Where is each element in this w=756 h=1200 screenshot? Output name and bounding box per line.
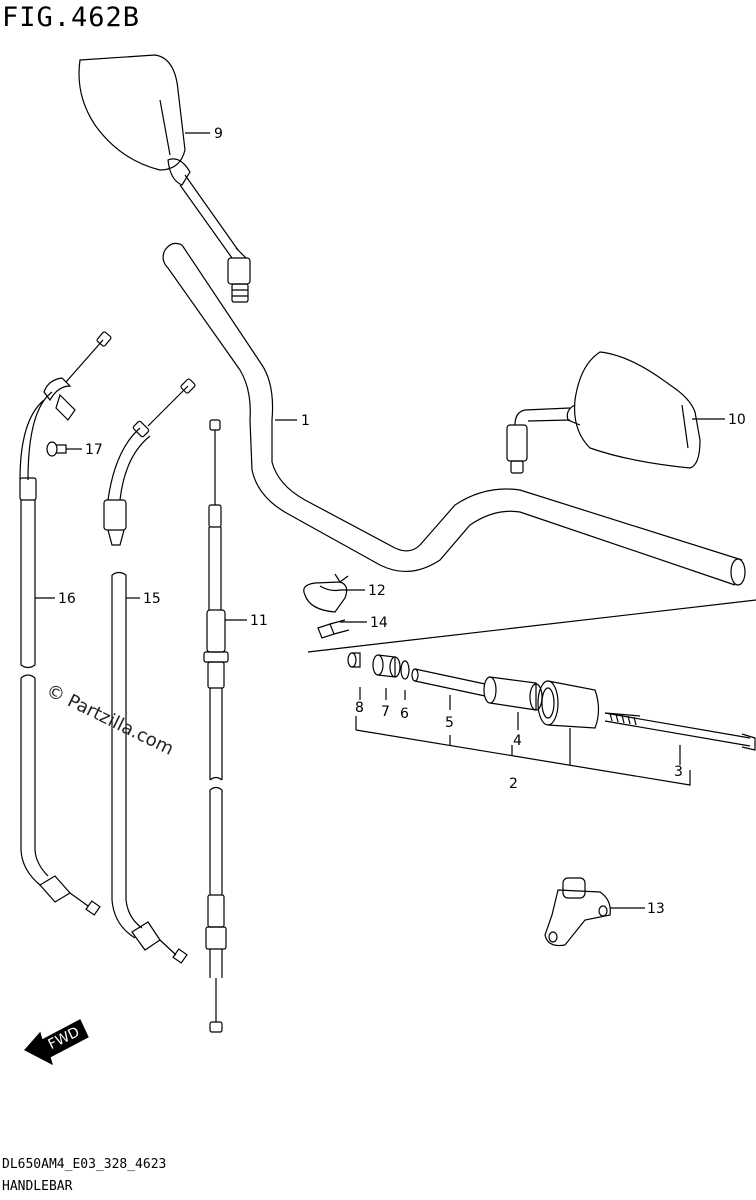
callout-1: 1 bbox=[301, 413, 310, 429]
figure-caption: HANDLEBAR bbox=[2, 1179, 73, 1194]
callout-9: 9 bbox=[214, 126, 223, 142]
left-mirror[interactable] bbox=[78, 54, 251, 303]
callout-10: 10 bbox=[728, 412, 746, 428]
leader-lines bbox=[35, 132, 725, 909]
callout-17: 17 bbox=[85, 442, 103, 458]
callout-13: 13 bbox=[647, 901, 665, 917]
clamp-12[interactable] bbox=[303, 573, 349, 613]
cable-16[interactable] bbox=[19, 331, 112, 916]
right-mirror[interactable] bbox=[506, 351, 701, 474]
bracket-13[interactable] bbox=[544, 877, 611, 947]
callout-11: 11 bbox=[250, 613, 268, 629]
callout-12: 12 bbox=[368, 583, 386, 599]
callout-2: 2 bbox=[509, 776, 518, 792]
callout-16: 16 bbox=[58, 591, 76, 607]
cable-11[interactable] bbox=[203, 419, 229, 1033]
model-code: DL650AM4_E03_328_4623 bbox=[2, 1157, 167, 1172]
screw-17[interactable] bbox=[46, 441, 67, 457]
callout-5: 5 bbox=[445, 715, 454, 731]
callout-3: 3 bbox=[674, 764, 683, 780]
figure-title: FIG.462B bbox=[2, 2, 141, 33]
bar-end-assembly[interactable] bbox=[307, 599, 756, 786]
callout-6: 6 bbox=[400, 706, 409, 722]
callout-14: 14 bbox=[370, 615, 388, 631]
handlebar[interactable] bbox=[162, 242, 746, 586]
bolt-14[interactable] bbox=[317, 619, 350, 639]
fwd-arrow-icon: FWD bbox=[24, 1019, 89, 1066]
callout-7: 7 bbox=[381, 704, 390, 720]
cable-15[interactable] bbox=[103, 378, 196, 964]
callout-8: 8 bbox=[355, 700, 364, 716]
callout-15: 15 bbox=[143, 591, 161, 607]
callout-4: 4 bbox=[513, 733, 522, 749]
